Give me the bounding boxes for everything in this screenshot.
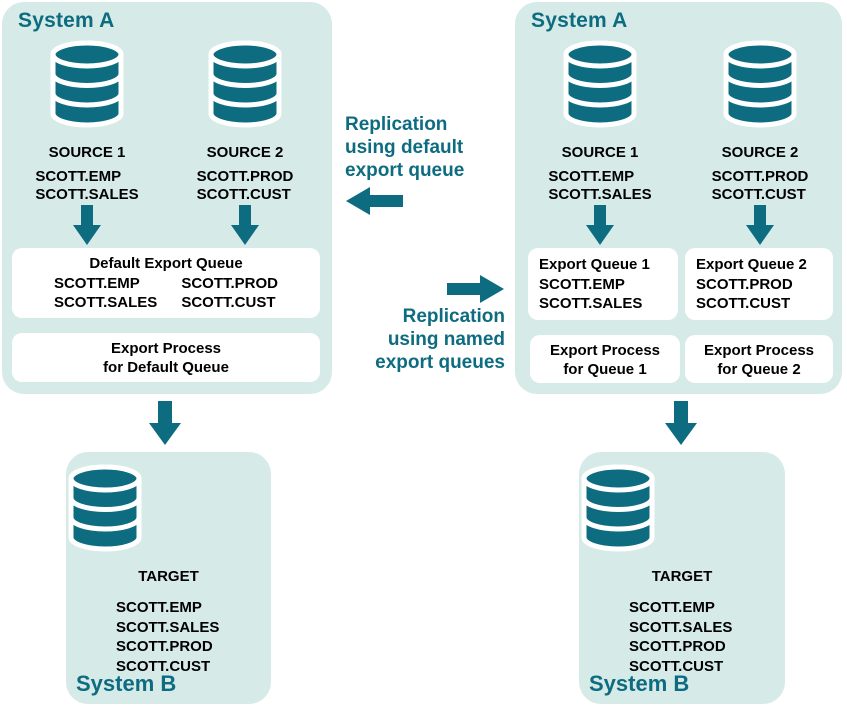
target-label: TARGET (651, 568, 713, 585)
table-name: SCOTT.SALES (629, 618, 733, 636)
default-export-process-box: Export Process for Default Queue (12, 333, 320, 382)
database-icon (175, 38, 315, 135)
source-label: SOURCE 2 (721, 144, 799, 161)
source-1-column: SOURCE 1 SCOTT.EMP SCOTT.SALES (17, 38, 157, 204)
export-process-queue-1-box: Export Process for Queue 1 (530, 335, 680, 383)
system-b-default-panel: TARGET SCOTT.EMP SCOTT.SALES SCOTT.PROD … (66, 452, 271, 704)
system-b-title: System B (589, 671, 690, 696)
table-name: SCOTT.SALES (35, 186, 139, 203)
database-icon (17, 38, 157, 135)
table-name: SCOTT.CUST (196, 186, 291, 203)
system-a-title: System A (18, 9, 115, 32)
table-name: SCOTT.PROD (196, 168, 294, 185)
source-tables: SCOTT.EMP SCOTT.SALES (548, 168, 651, 204)
table-name: SCOTT.CUST (181, 294, 276, 311)
source-tables: SCOTT.EMP SCOTT.SALES (35, 168, 138, 204)
source-tables: SCOTT.PROD SCOTT.CUST (712, 168, 809, 204)
source-2-column: SOURCE 2 SCOTT.PROD SCOTT.CUST (175, 38, 315, 204)
system-b-title: System B (76, 671, 177, 696)
table-name: SCOTT.SALES (53, 294, 158, 311)
table-name: SCOTT.CUST (711, 186, 806, 203)
export-process-queue-2-box: Export Process for Queue 2 (685, 335, 833, 383)
target-tables: SCOTT.EMP SCOTT.SALES SCOTT.PROD SCOTT.C… (629, 598, 785, 676)
source-1-column: SOURCE 1 SCOTT.EMP SCOTT.SALES (530, 38, 670, 204)
arrow-down-icon (231, 205, 259, 245)
process-box-line: for Queue 2 (717, 361, 801, 378)
system-a-title: System A (531, 9, 628, 32)
queue-box-title: Export Queue 2 (696, 256, 807, 273)
queue-box-tables: SCOTT.EMP SCOTT.SALES SCOTT.PROD SCOTT.C… (12, 274, 320, 312)
database-icon (579, 462, 785, 559)
queue-column: SCOTT.EMP SCOTT.SALES (54, 274, 157, 312)
process-box-line: for Queue 1 (563, 361, 647, 378)
table-name: SCOTT.EMP (548, 168, 635, 185)
target-tables: SCOTT.EMP SCOTT.SALES SCOTT.PROD SCOTT.C… (116, 598, 271, 676)
table-name: SCOTT.PROD (181, 275, 279, 292)
queue-box-title: Default Export Queue (89, 255, 243, 272)
replication-named-label: Replication using named export queues (340, 305, 505, 374)
export-queue-2-box: Export Queue 2 SCOTT.PROD SCOTT.CUST (685, 248, 833, 320)
process-box-line: Export Process (110, 340, 222, 357)
process-box-line: for Default Queue (103, 359, 229, 376)
table-name: SCOTT.SALES (539, 295, 643, 312)
label-line: Replication (345, 114, 448, 135)
source-tables: SCOTT.PROD SCOTT.CUST (197, 168, 294, 204)
table-name: SCOTT.EMP (35, 168, 122, 185)
arrow-down-icon (586, 205, 614, 245)
label-line: using named (387, 329, 505, 350)
system-a-named-panel: System A SOURCE 1 SCOTT.EMP SCOTT.SALES (515, 2, 842, 394)
label-line: using default (345, 137, 464, 158)
table-name: SCOTT.CUST (629, 657, 724, 675)
source-2-column: SOURCE 2 SCOTT.PROD SCOTT.CUST (690, 38, 830, 204)
database-icon (530, 38, 670, 135)
process-box-line: Export Process (549, 342, 661, 359)
source-label: SOURCE 1 (561, 144, 639, 161)
label-line: export queues (375, 352, 505, 373)
target-label: TARGET (138, 568, 199, 585)
table-name: SCOTT.PROD (696, 275, 793, 293)
table-name: SCOTT.EMP (53, 275, 140, 292)
arrow-down-icon (746, 205, 774, 245)
arrow-left-icon (346, 187, 403, 215)
arrow-right-icon (447, 275, 504, 303)
system-b-named-panel: TARGET SCOTT.EMP SCOTT.SALES SCOTT.PROD … (579, 452, 785, 704)
label-line: export queue (345, 160, 465, 181)
table-name: SCOTT.EMP (116, 599, 202, 616)
system-a-default-panel: System A SOURCE 1 SCOTT.EMP SCOTT.SALES (2, 2, 332, 394)
replication-default-label: Replication using default export queue (345, 113, 515, 182)
table-name: SCOTT.PROD (629, 638, 726, 655)
arrow-down-icon (665, 401, 697, 445)
table-name: SCOTT.CUST (116, 657, 211, 675)
arrow-down-icon (73, 205, 101, 245)
table-name: SCOTT.PROD (116, 638, 213, 655)
table-name: SCOTT.SALES (116, 618, 220, 636)
queue-column: SCOTT.PROD SCOTT.CUST (181, 274, 278, 312)
table-name: SCOTT.PROD (711, 168, 809, 185)
default-export-queue-box: Default Export Queue SCOTT.EMP SCOTT.SAL… (12, 248, 320, 318)
export-queue-1-box: Export Queue 1 SCOTT.EMP SCOTT.SALES (528, 248, 678, 320)
table-name: SCOTT.EMP (539, 275, 625, 293)
table-name: SCOTT.EMP (629, 599, 715, 616)
queue-box-title: Export Queue 1 (539, 256, 650, 273)
process-box-line: Export Process (703, 342, 815, 359)
database-icon (66, 462, 271, 559)
database-icon (690, 38, 830, 135)
label-line: Replication (402, 306, 505, 327)
table-name: SCOTT.CUST (696, 295, 791, 312)
arrow-down-icon (149, 401, 181, 445)
source-label: SOURCE 1 (48, 144, 126, 161)
table-name: SCOTT.SALES (548, 186, 652, 203)
source-label: SOURCE 2 (206, 144, 284, 161)
